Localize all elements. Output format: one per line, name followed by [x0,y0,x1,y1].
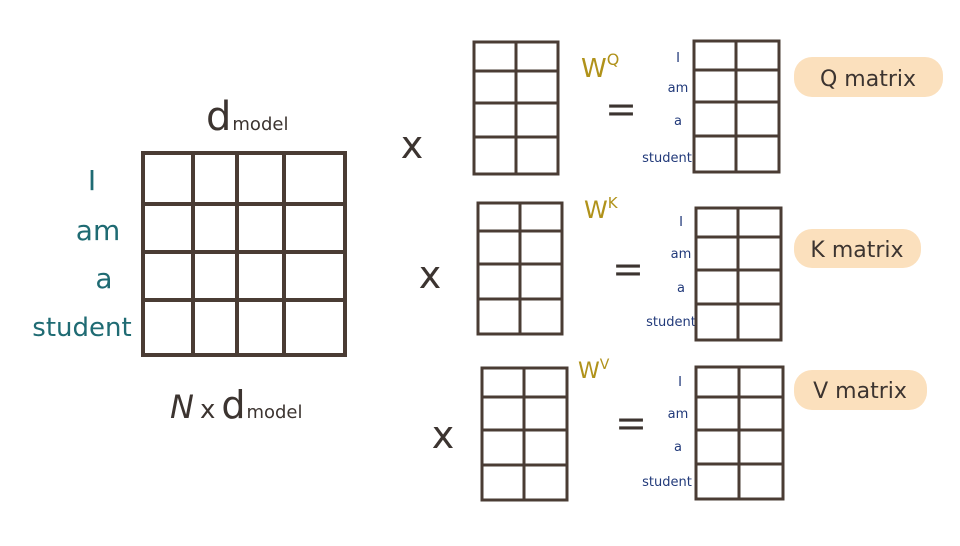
output-token: student [642,151,692,166]
input-grid [141,151,347,357]
weight-label-q: WQ [581,50,619,84]
equals-sign: = [615,401,647,445]
output-token: a [677,281,685,296]
weight-label-k: WK [584,194,619,224]
pill-background [794,57,943,97]
input-token: a [95,262,112,295]
multiply-sign: x [401,123,424,167]
output-label-k: K matrix [810,238,903,263]
output-token: I [679,215,683,230]
input-dim-label: dmodel [206,94,288,140]
output-label-v: V matrix [813,379,907,404]
output-token: am [668,407,689,422]
output-pill-v: V matrix [794,370,927,410]
output-token: I [676,51,680,66]
output-row-labels-q: I am a student [642,51,692,166]
input-row-labels: I am a student [32,164,131,343]
output-matrix-v [694,365,785,501]
pill-background [794,370,927,410]
output-pill-q: Q matrix [794,57,943,97]
weight-matrix-k [476,201,564,336]
output-token: a [674,114,682,129]
output-row-labels-v: I am a student [642,375,692,490]
output-token: am [671,247,692,262]
input-dim-sub: model [232,114,288,135]
multiply-sign: x [419,253,442,297]
output-token: student [642,475,692,490]
input-token: am [76,214,120,247]
output-token: a [674,440,682,455]
output-matrix-q [692,39,781,174]
output-matrix-k [694,206,783,342]
input-shape-sub: model [246,402,302,423]
output-token: I [678,375,682,390]
equals-sign: = [612,247,644,291]
output-token: student [646,315,696,330]
output-token: am [668,81,689,96]
equation-k: x WK = I am a student K matrix [419,194,921,342]
input-token: student [32,313,131,343]
weight-label-v: WV [578,357,610,384]
weight-matrix-v [480,366,569,502]
input-token: I [88,164,96,197]
weight-matrix-q [472,40,560,176]
equation-v: x WV = I am a student V matrix [432,357,927,502]
output-label-q: Q matrix [820,67,916,92]
output-row-labels-k: I am a student [646,215,696,330]
equation-q: x WQ = I am a student Q matrix [401,39,943,176]
multiply-sign: x [432,413,455,457]
equals-sign: = [605,87,637,131]
output-pill-k: K matrix [794,229,921,268]
pill-background [794,229,921,268]
